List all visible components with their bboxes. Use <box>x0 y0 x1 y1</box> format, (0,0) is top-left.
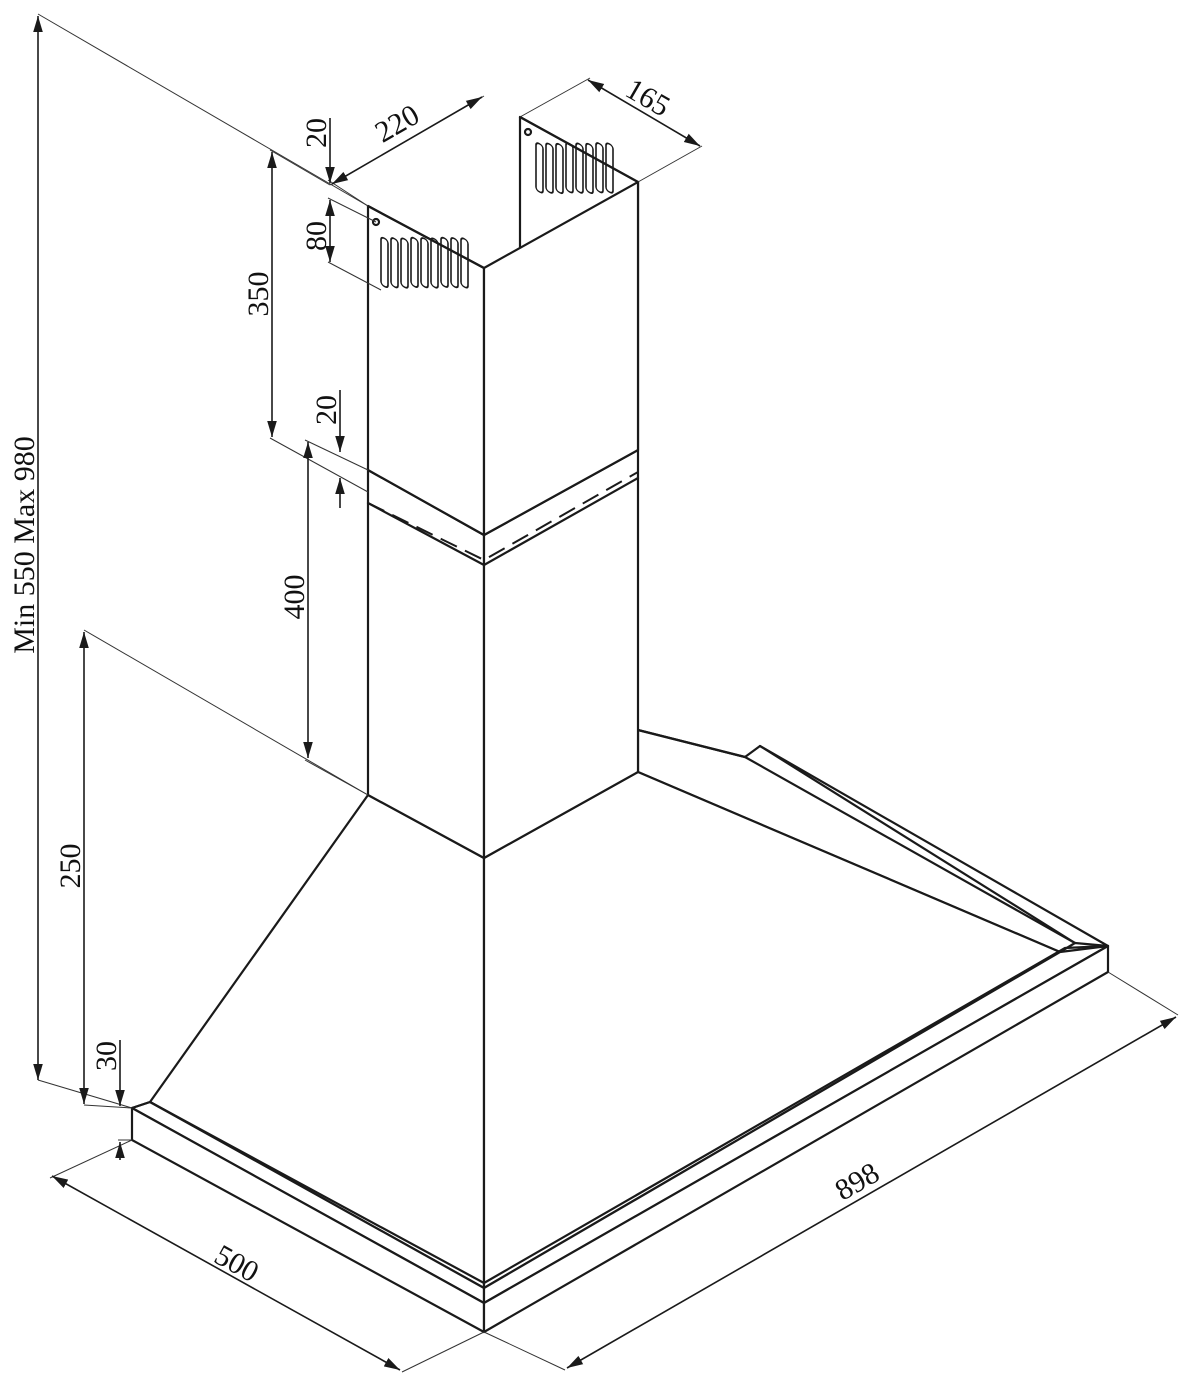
upper-chimney <box>366 115 640 537</box>
label-vent-height: 80 <box>300 221 333 251</box>
label-hood-depth: 500 <box>209 1238 264 1289</box>
label-upper-chimney-depth: 165 <box>620 72 675 123</box>
label-canopy-height: 250 <box>54 844 87 889</box>
label-overlap: 20 <box>310 395 343 425</box>
dimension-lines <box>33 16 1177 1371</box>
label-hood-width: 898 <box>830 1156 885 1207</box>
label-total-height: Min 550 Max 980 <box>8 436 41 654</box>
label-base-thickness: 30 <box>90 1041 123 1071</box>
label-upper-chimney-width: 220 <box>370 98 425 149</box>
label-upper-chimney-height: 350 <box>242 272 275 317</box>
vent-slots-left <box>380 236 469 289</box>
label-top-offset: 20 <box>300 118 333 148</box>
label-lower-chimney-height: 400 <box>278 575 311 620</box>
